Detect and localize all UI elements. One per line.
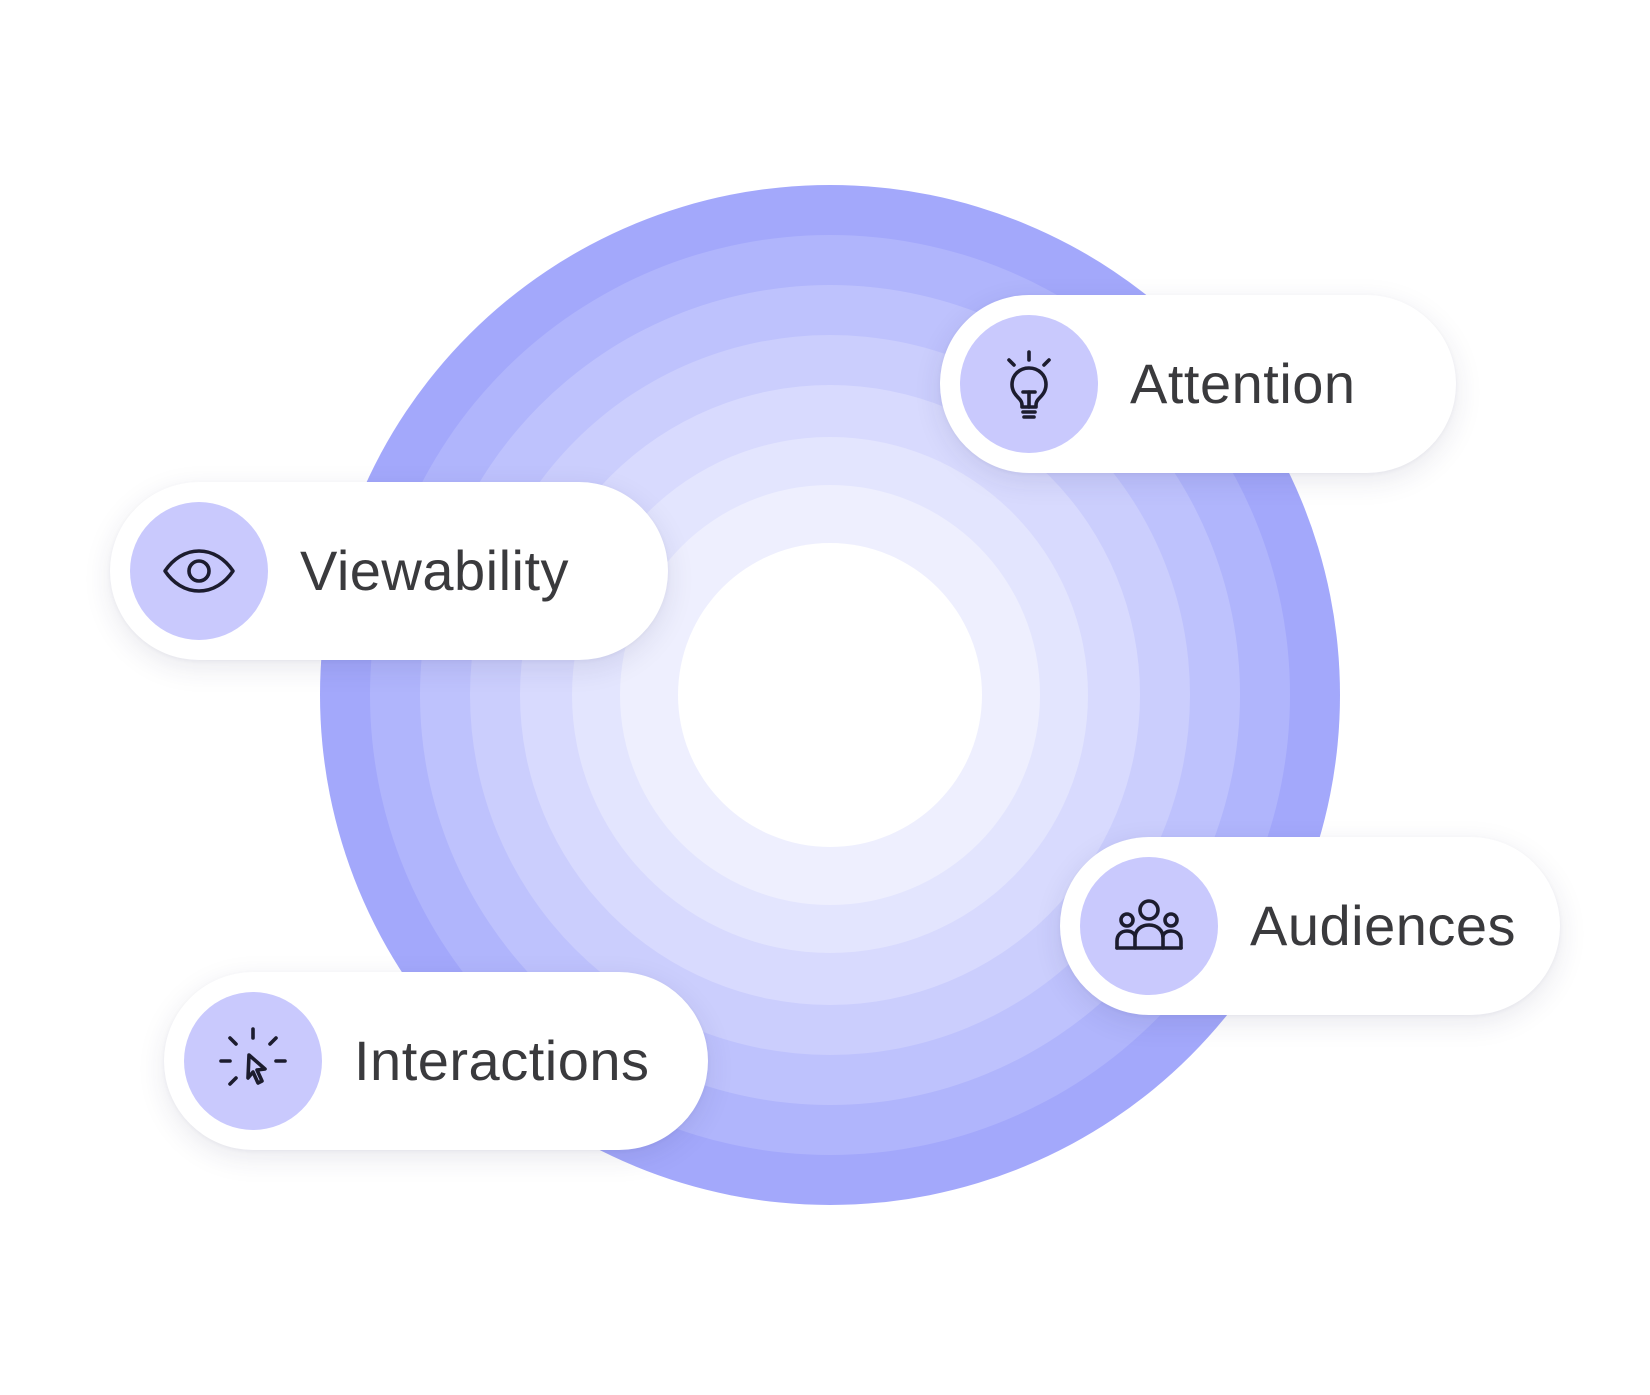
viewability-pill: Viewability <box>110 482 668 660</box>
viewability-label: Viewability <box>300 539 570 602</box>
interactions-icon-circle <box>184 992 322 1130</box>
audiences-icon-circle <box>1080 857 1218 995</box>
interactions-label: Interactions <box>354 1029 650 1092</box>
eye-icon <box>163 549 235 593</box>
attention-icon-circle <box>960 315 1098 453</box>
viewability-icon-circle <box>130 502 268 640</box>
lightbulb-icon <box>1007 350 1051 419</box>
interactions-pill: Interactions <box>164 972 708 1150</box>
audiences-pill: Audiences <box>1060 837 1560 1015</box>
ring-8 <box>678 543 982 847</box>
people-group-icon <box>1115 899 1183 950</box>
cursor-click-icon <box>219 1027 287 1086</box>
attention-label: Attention <box>1130 352 1356 415</box>
attention-pill: Attention <box>940 295 1456 473</box>
audiences-label: Audiences <box>1250 894 1517 957</box>
